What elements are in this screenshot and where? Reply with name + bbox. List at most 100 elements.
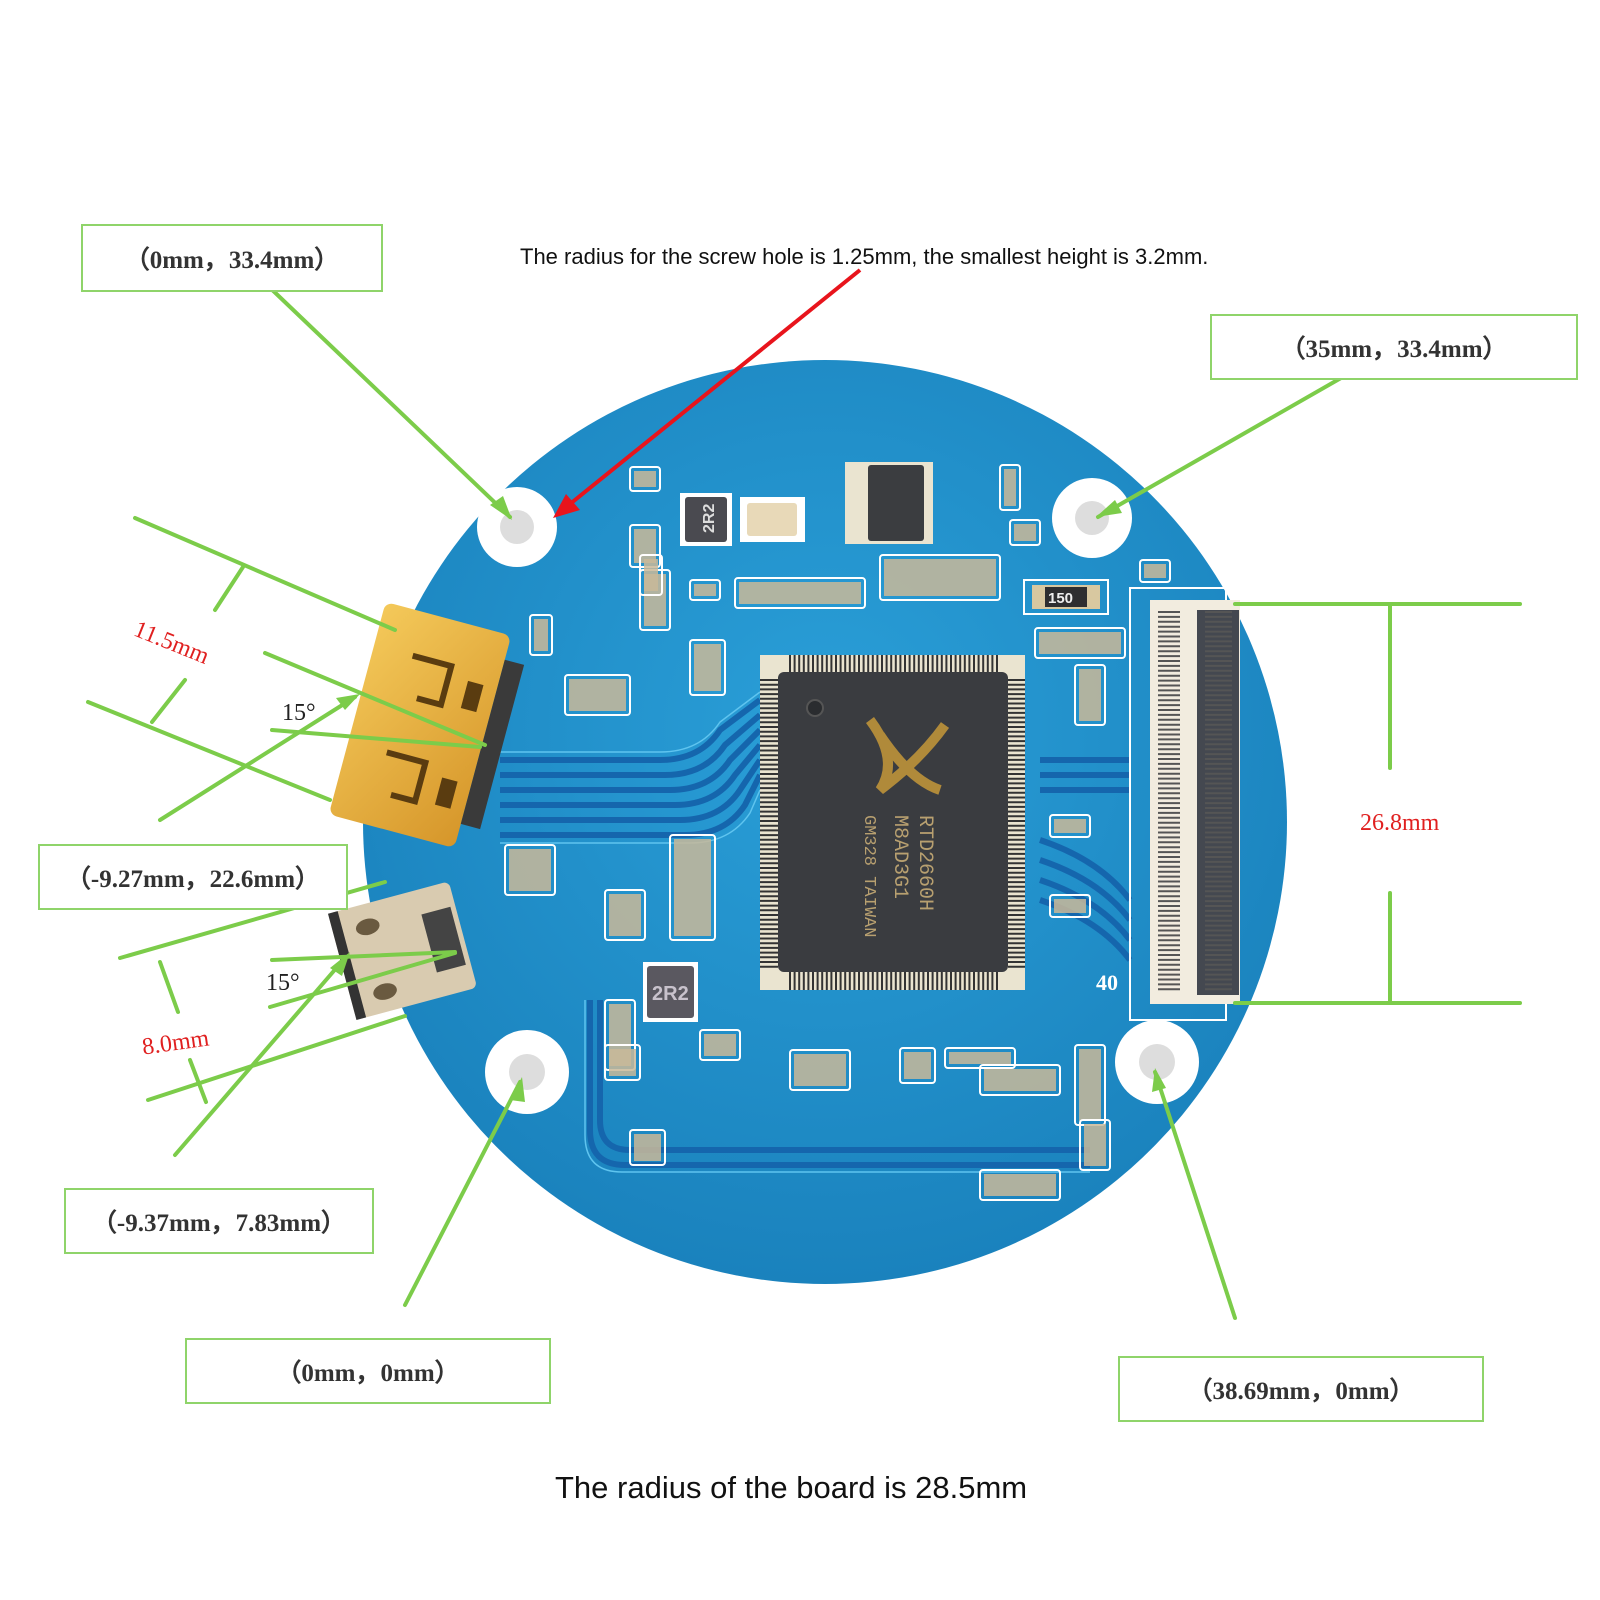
chip-label-line3: GM328 TAIWAN: [859, 815, 878, 937]
smd-outline: [999, 464, 1021, 511]
smd-part: [674, 839, 711, 936]
hdmi-dim-tick-top: [213, 565, 245, 612]
smd-part: [1079, 1049, 1101, 1121]
smd-part: [1054, 899, 1086, 913]
smd-outline: [879, 554, 1001, 601]
smd-outline: [734, 577, 866, 609]
smd-part: [509, 849, 551, 891]
leader-hdmi: [158, 695, 357, 822]
smd-part: [1014, 524, 1036, 541]
smd-part: [704, 1034, 736, 1056]
smd-outline: [1009, 519, 1041, 546]
coord-top-right: （35mm，33.4mm）: [1280, 336, 1508, 363]
smd-outline: [604, 1044, 641, 1081]
smd-outline: [1074, 664, 1106, 726]
smd-part: [1144, 564, 1166, 578]
smd-part: [1039, 632, 1121, 654]
coord-hdmi: （-9.27mm，22.6mm）: [65, 866, 321, 893]
chip-label-line2: M8AD3G1: [888, 815, 911, 899]
coord-box-top-right: （35mm，33.4mm）: [1210, 314, 1578, 380]
hdmi-angle-line-1: [263, 651, 487, 747]
smd-part: [634, 529, 656, 563]
smd-outline: [699, 1029, 741, 1061]
smd-outline: [669, 834, 716, 941]
smd-part: [984, 1174, 1056, 1196]
main-chip: RTD2660H M8AD3G1 GM328 TAIWAN: [760, 655, 1025, 990]
coord-box-bottom-left: （0mm，0mm）: [185, 1338, 551, 1404]
smd-outline: [1049, 814, 1091, 838]
smd-part: [884, 559, 996, 596]
coord-bottom-left: （0mm，0mm）: [276, 1360, 460, 1387]
fpc-length-label: 26.8mm: [1360, 810, 1440, 837]
hdmi-angle-label: 15°: [282, 700, 316, 726]
smd-outline: [899, 1047, 936, 1084]
smd-outline: [639, 554, 663, 596]
smd-part: [644, 559, 658, 591]
coord-box-top-left: （0mm，33.4mm）: [81, 224, 383, 292]
coord-usb: （-9.37mm，7.83mm）: [91, 1210, 347, 1237]
smd-part: [1079, 669, 1101, 721]
smd-part: [739, 582, 861, 604]
fpc-connector: 40: [1096, 587, 1240, 1021]
smd-part: [1004, 469, 1016, 506]
leader-usb: [173, 956, 347, 1157]
leader-top-right: [1096, 368, 1357, 519]
smd-part: [949, 1052, 1011, 1064]
smd-outline: [789, 1049, 851, 1091]
resistor-150: 150: [1023, 579, 1109, 615]
coord-bottom-right: （38.69mm，0mm）: [1187, 1378, 1415, 1405]
screw-hole-top-right: [1052, 478, 1132, 558]
coord-box-hdmi: （-9.27mm，22.6mm）: [38, 844, 348, 910]
smd-part: [904, 1052, 931, 1079]
hdmi-dim-top: [133, 516, 397, 632]
smd-outline: [979, 1169, 1061, 1201]
inductor-top: 2R2: [680, 493, 732, 546]
chip-label-line1: RTD2660H: [913, 815, 936, 911]
leader-top-left: [263, 281, 512, 519]
usb-dim-tick-top: [158, 960, 180, 1014]
resistor-label: 150: [1048, 590, 1073, 607]
usb-dim-tick-bottom: [188, 1058, 208, 1104]
coord-box-usb: （-9.37mm，7.83mm）: [64, 1188, 374, 1254]
smd-part: [534, 619, 548, 651]
fpc-pin-label: 40: [1096, 970, 1118, 995]
smd-part: [694, 584, 716, 596]
smd-outline: [1049, 894, 1091, 918]
inductor-top-label: 2R2: [701, 504, 718, 533]
crystal-oscillator: [747, 503, 797, 536]
smd-outline: [629, 1129, 666, 1166]
usb-angle-line-1: [270, 950, 457, 962]
coord-top-left: （0mm，33.4mm）: [124, 247, 340, 274]
annotation-lines: [86, 281, 1522, 1320]
inductor-bottom: 2R2: [643, 962, 698, 1022]
hdmi-dim-bottom: [86, 700, 332, 802]
smd-components: [504, 464, 1171, 1201]
smd-part: [634, 1134, 661, 1161]
smd-outline: [689, 579, 721, 601]
smd-part: [694, 644, 721, 691]
smd-outline: [629, 466, 661, 492]
screw-hole-bottom-right: [1115, 1020, 1199, 1104]
board-radius-caption: The radius of the board is 28.5mm: [555, 1470, 1028, 1505]
screw-hole-bottom-left: [485, 1030, 569, 1114]
annotation-arrowheads: [330, 496, 1166, 1102]
pcb-traces: [500, 697, 1133, 1168]
screw-hole-note: The radius for the screw hole is 1.25mm,…: [520, 244, 1209, 269]
smd-outline: [1079, 1119, 1111, 1171]
smd-outline: [604, 889, 646, 941]
smd-part: [794, 1054, 846, 1086]
leader-bottom-right: [1153, 1070, 1237, 1320]
mini-hdmi-connector: [330, 603, 525, 847]
hdmi-angle-line-2: [270, 728, 482, 749]
smd-outline: [1139, 559, 1171, 583]
usb-angle-label: 15°: [266, 970, 300, 996]
smd-part: [634, 471, 656, 487]
smd-part: [984, 1069, 1056, 1091]
smd-outline: [1034, 627, 1126, 659]
smd-outline: [564, 674, 631, 716]
eeprom-chip: [845, 462, 933, 544]
smd-outline: [529, 614, 553, 656]
smd-part: [569, 679, 626, 711]
